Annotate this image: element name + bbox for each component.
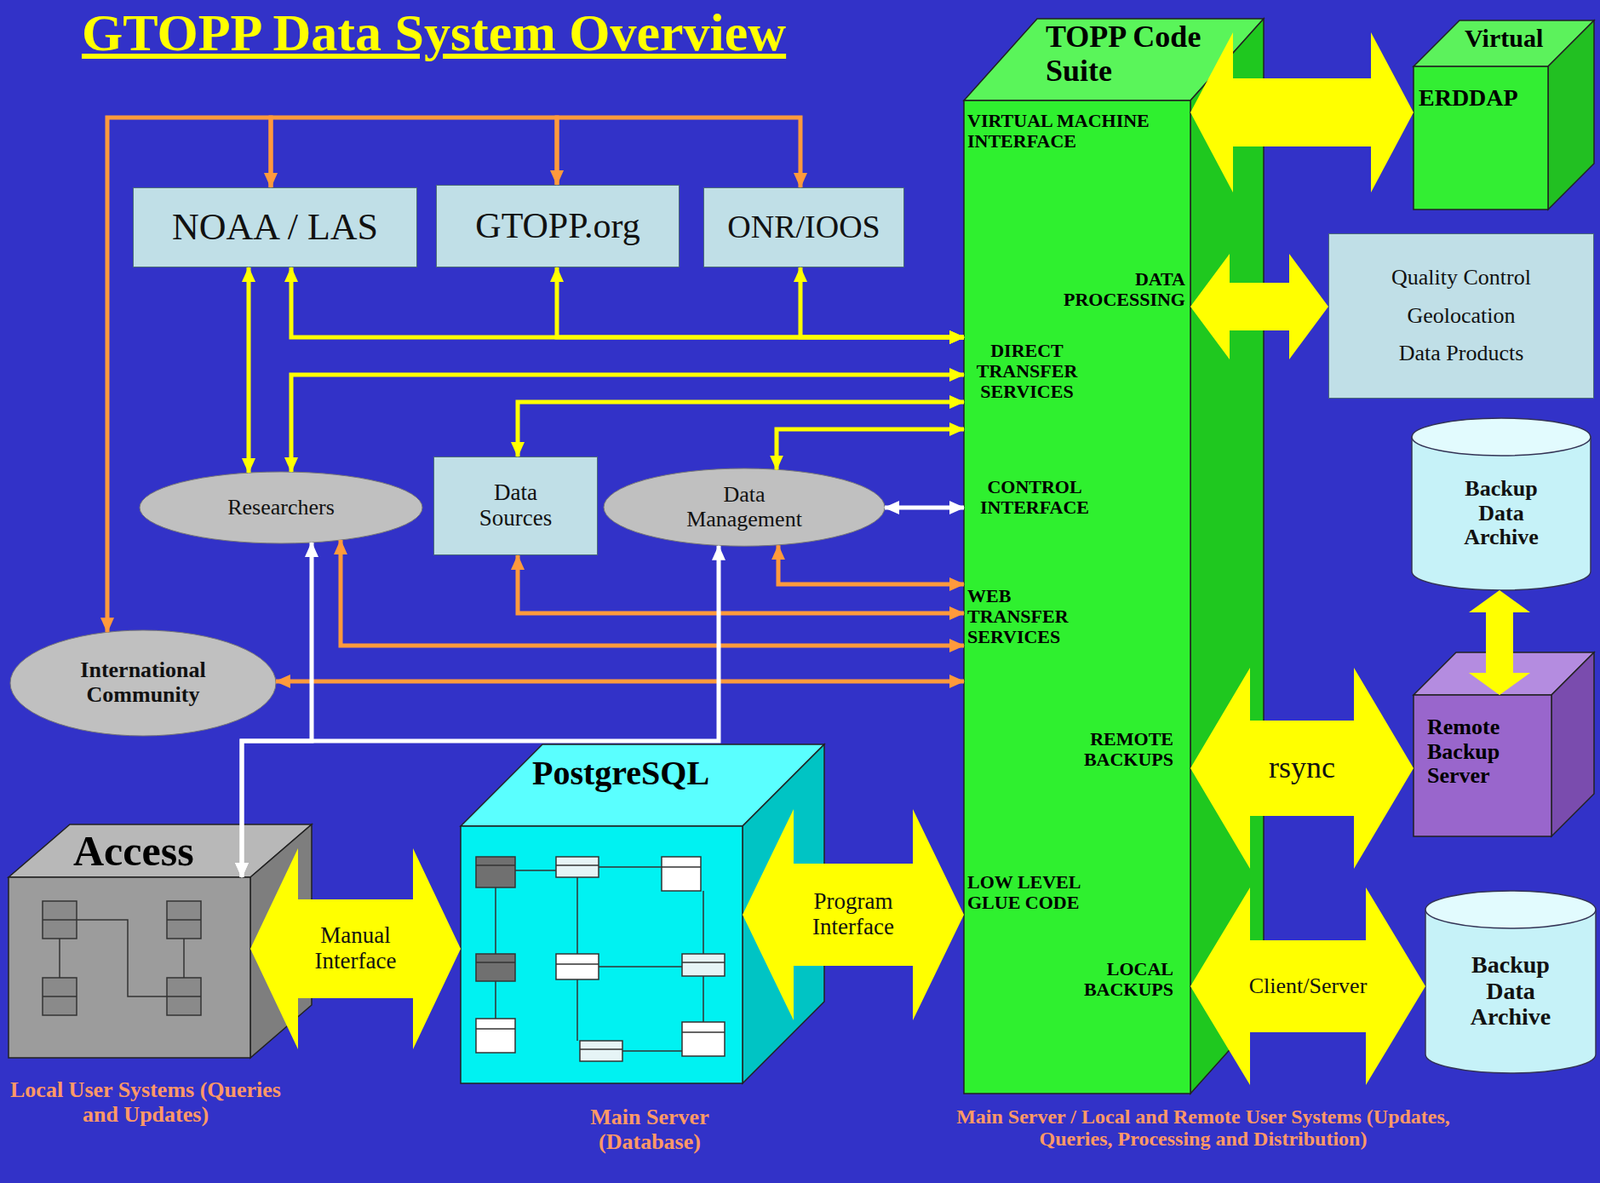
node-text: NOAA / LAS [172,206,379,248]
process-box: Quality ControlGeolocationData Products [1328,233,1595,399]
box-outline [436,185,680,268]
node-text: Geolocation [1406,303,1515,329]
cube-front-face [460,825,743,1084]
cylinder-body [1425,909,1596,1073]
edge-label: rsync [1266,751,1338,786]
cube-front-face [963,100,1191,1094]
cylinder-top [1411,418,1591,456]
table-icon [682,953,725,976]
connector-line [556,267,964,338]
actor-ellipse: Data Management [603,468,885,546]
data-archive-cylinder: Backup Data Archive [1411,418,1591,591]
box-outline [434,457,598,556]
node-text: LOCAL BACKUPS [1045,958,1174,1000]
connector-line [275,679,964,684]
actor-ellipse: International Community [10,630,276,736]
block-arrow [1468,590,1531,695]
server-cube: Remote Backup Server [1413,694,1552,837]
box-outline [704,188,905,268]
table-icon [475,856,516,888]
table-icon [475,1018,516,1053]
box-outline [133,188,418,268]
code-suite-block: TOPP Code SuiteVIRTUAL MACHINE INTERFACE… [963,100,1191,1094]
node-text: GTOPP.org [475,206,640,246]
node-text: Data Products [1399,341,1525,367]
process-box: Data Sources [433,456,598,556]
cube-side-face [1551,652,1595,837]
node-text: Data Sources [464,480,568,531]
connector-line [884,505,964,511]
table-icon [661,856,701,891]
node-text: PostgreSQL [532,754,710,792]
box-outline [1329,234,1595,399]
connector-line [246,267,252,473]
caption-note: Main Server / Local and Remote User Syst… [930,1105,1476,1151]
table-icon [556,953,599,980]
connector-line [291,374,964,472]
node-text: VIRTUAL MACHINE INTERFACE [967,110,1191,152]
connector-line [776,429,964,471]
cube-front-face [1413,694,1552,837]
actor-ellipse: Researchers [139,471,423,544]
cube-front-face [1413,66,1549,210]
table-icon [682,1021,725,1056]
diagram-title: GTOPP Data System Overview [81,3,786,62]
connector-line [556,117,801,188]
cylinder-top [1425,890,1596,929]
table-icon [556,856,599,878]
edge-label: Manual Interface [298,923,414,974]
node-text: Researchers [227,495,335,521]
service-box: ONR/IOOS [703,187,905,268]
caption-note: Main Server (Database) [564,1105,735,1154]
node-text: Virtual [1464,23,1543,52]
ellipse-outline [139,471,423,544]
node-text: CONTROL INTERFACE [970,476,1099,518]
connector-line [517,555,964,614]
service-box: GTOPP.org [435,184,680,268]
cube-top-face [963,18,1264,101]
edge-label: Client/Server [1246,974,1371,999]
node-text: Quality Control [1391,265,1532,291]
node-text: Backup Data Archive [1463,951,1558,1031]
node-text: DIRECT TRANSFER SERVICES [967,340,1087,403]
cube-side-face [1548,20,1595,210]
data-archive-cylinder: Backup Data Archive [1425,890,1596,1073]
node-text: International Community [57,658,229,707]
edge-label: Program Interface [791,888,916,940]
service-box: NOAA / LAS [132,187,418,268]
node-text: TOPP Code Suite [1045,20,1259,88]
node-text: WEB TRANSFER SERVICES [967,585,1096,649]
cube-front-face [8,877,251,1058]
table-icon [579,1040,623,1061]
node-text: ERDDAP [1418,85,1519,112]
node-text: LOW LEVEL GLUE CODE [967,871,1113,913]
ellipse-outline [10,630,276,736]
table-icon [475,953,516,981]
node-text: ONR/IOOS [727,209,880,246]
connector-line [291,267,964,338]
cylinder-body [1411,436,1591,591]
block-arrow [1190,32,1414,193]
connector-line [800,267,964,338]
node-text: REMOTE BACKUPS [1045,728,1174,770]
caption-note: Local User Systems (Queries and Updates) [5,1078,287,1127]
virtual-machine-cube: VirtualERDDAP [1413,66,1549,210]
node-text: Access [73,827,195,875]
ellipse-outline [603,468,885,546]
node-text: Remote Backup Server [1427,715,1538,789]
connector-line [778,544,964,585]
connector-line [270,117,557,188]
node-text: Backup Data Archive [1454,476,1549,551]
cube-side-face [1190,18,1264,1094]
node-text: DATA PROCESSING [1057,269,1186,310]
node-text: Data Management [676,482,813,532]
connector-line [340,539,964,646]
